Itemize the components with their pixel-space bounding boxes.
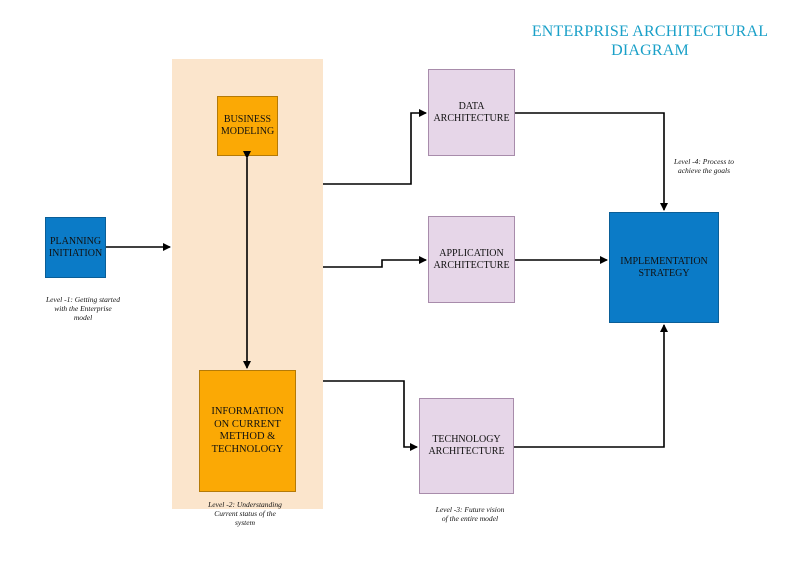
level-4-note: Level -4: Process to achieve the goals — [674, 157, 734, 175]
technology-to-implementation-arrow — [514, 324, 668, 448]
data-architecture-node: DATA ARCHITECTURE — [428, 69, 515, 156]
planning-initiation-node: PLANNING INITIATION — [45, 217, 106, 278]
technology-architecture-node: TECHNOLOGY ARCHITECTURE — [419, 398, 514, 494]
business-modeling-node: BUSINESS MODELING — [217, 96, 278, 156]
band-to-application-arrow — [323, 256, 427, 268]
information-node: INFORMATION ON CURRENT METHOD & TECHNOLO… — [199, 370, 296, 492]
level-2-note: Level -2: Understanding Current status o… — [208, 500, 282, 527]
implementation-strategy-node: IMPLEMENTATION STRATEGY — [609, 212, 719, 323]
data-to-implementation-arrow — [515, 112, 668, 211]
application-architecture-node: APPLICATION ARCHITECTURE — [428, 216, 515, 303]
level-3-note: Level -3: Future vision of the entire mo… — [435, 505, 505, 523]
band-to-data-arrow — [323, 109, 427, 185]
diagram-title: ENTERPRISE ARCHITECTURAL DIAGRAM — [531, 23, 769, 59]
level-1-note: Level -1: Getting started with the Enter… — [46, 295, 120, 322]
band-to-technology-arrow — [323, 380, 418, 451]
